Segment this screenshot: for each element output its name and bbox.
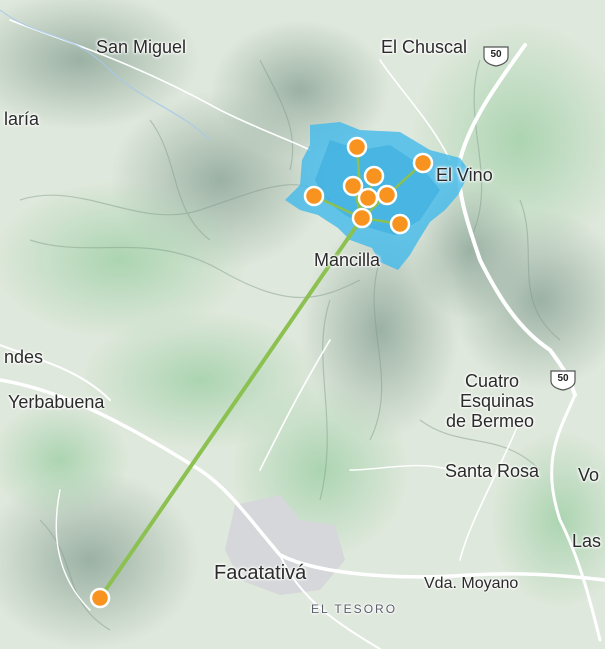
- location-marker[interactable]: [303, 185, 325, 207]
- location-marker[interactable]: [376, 184, 398, 206]
- location-markers: [89, 136, 434, 609]
- location-marker[interactable]: [412, 152, 434, 174]
- place-santa-rosa: Santa Rosa: [445, 461, 540, 481]
- location-marker[interactable]: [363, 165, 385, 187]
- route-shield: 50: [548, 369, 578, 391]
- place-andes: ndes: [4, 347, 44, 367]
- waterway: [0, 9, 211, 141]
- place-vo: Vo: [578, 465, 600, 485]
- ridge-lines: [19, 59, 561, 631]
- route-shield: 50: [481, 45, 511, 67]
- location-marker[interactable]: [357, 187, 379, 209]
- place-mancilla: Mancilla: [314, 250, 381, 270]
- location-marker-remote[interactable]: [89, 587, 111, 609]
- place-el-vino: El Vino: [436, 165, 493, 185]
- urban-area: [225, 495, 345, 595]
- route-shield-number: 50: [557, 373, 569, 384]
- place-facatativa: Facatativá: [214, 562, 307, 584]
- route-shield-number: 50: [490, 49, 502, 60]
- place-san-miguel: San Miguel: [96, 37, 187, 57]
- place-las: Las: [572, 531, 602, 551]
- location-marker[interactable]: [342, 175, 364, 197]
- place-cuatro-esquinas-1: Cuatro: [465, 371, 520, 391]
- location-marker-hub[interactable]: [351, 207, 373, 229]
- place-cuatro-esquinas-3: de Bermeo: [446, 411, 535, 431]
- place-el-tesoro: EL TESORO: [311, 602, 398, 616]
- place-cuatro-esquinas-2: Esquinas: [460, 391, 535, 411]
- place-vda-moyano: Vda. Moyano: [424, 575, 519, 592]
- place-yerbabuena: Yerbabuena: [8, 392, 105, 412]
- roads: [0, 19, 605, 649]
- place-maria: laría: [4, 109, 40, 129]
- location-marker[interactable]: [346, 136, 368, 158]
- location-marker[interactable]: [389, 213, 411, 235]
- place-el-chuscal: El Chuscal: [381, 37, 468, 57]
- long-connector-line: [98, 216, 364, 600]
